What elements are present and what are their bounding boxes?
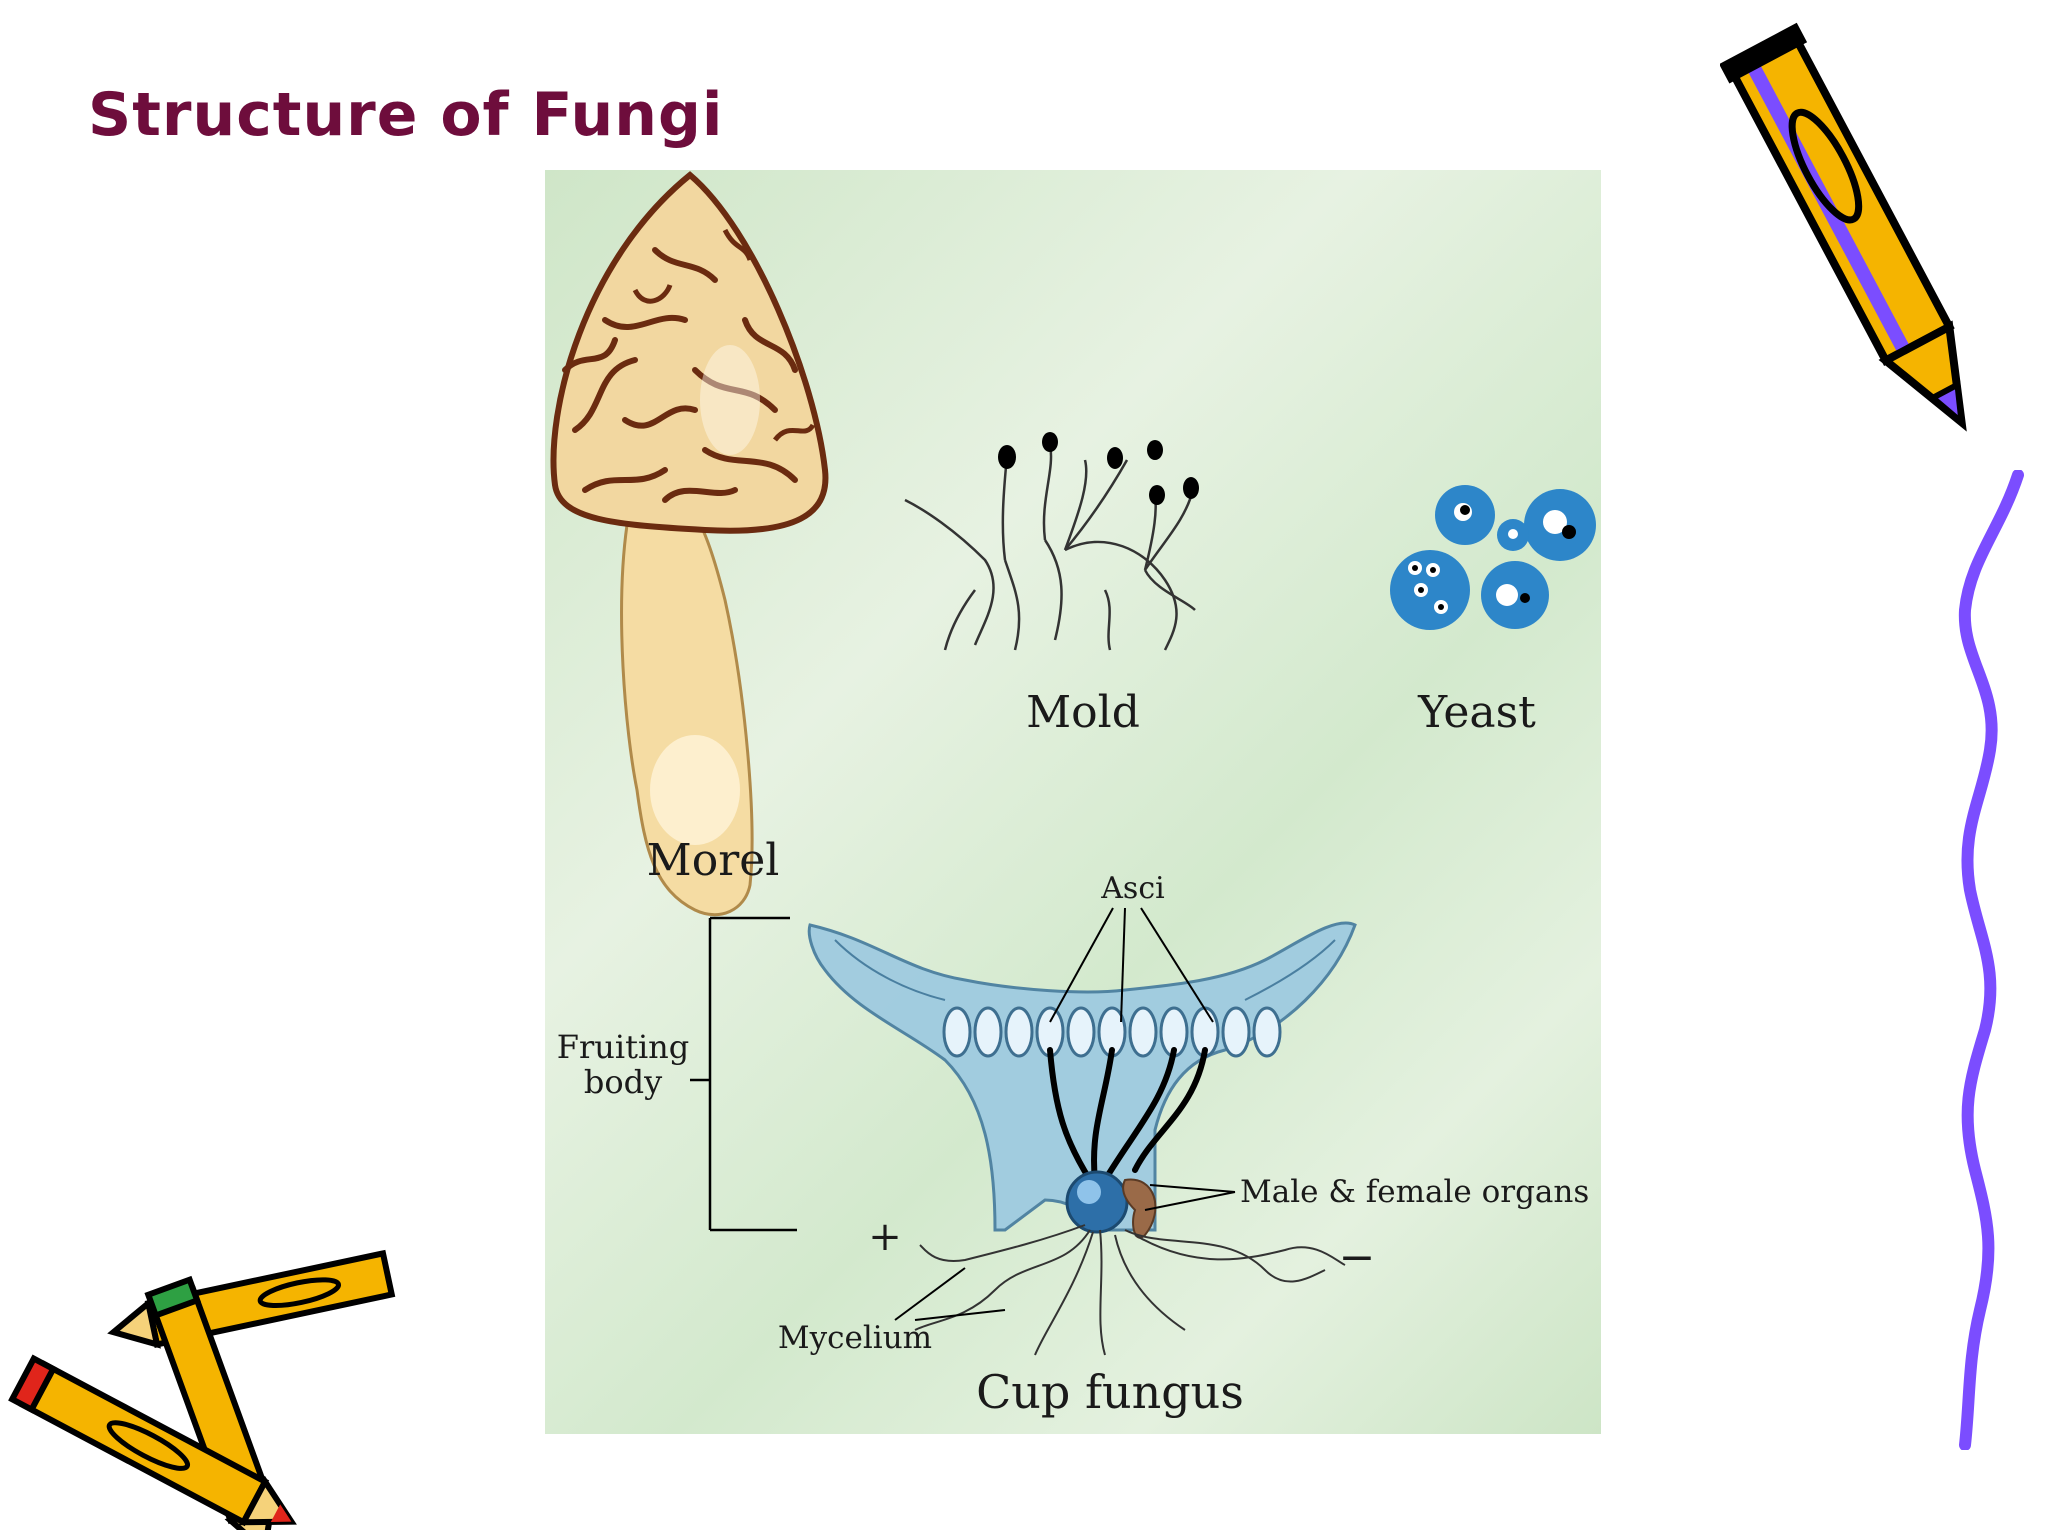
plus-sign: + xyxy=(868,1214,902,1260)
pencil-icon xyxy=(1720,22,1967,432)
cup-fungus-illustration xyxy=(807,921,1357,1356)
slide-title: Structure of Fungi xyxy=(88,80,724,150)
asci-label: Asci xyxy=(1100,871,1164,906)
asci-pointers xyxy=(1049,907,1214,1023)
yeast-label: Yeast xyxy=(1417,687,1536,738)
mycelium-label: Mycelium xyxy=(778,1320,932,1356)
mold-label: Mold xyxy=(1026,687,1140,738)
morel-label: Morel xyxy=(647,835,780,886)
squiggle-line xyxy=(1958,470,2024,1450)
morel-illustration xyxy=(550,171,829,917)
yeast-illustration xyxy=(1390,485,1596,630)
organs-pointers xyxy=(1144,1184,1236,1211)
cup-fungus-label: Cup fungus xyxy=(976,1365,1244,1419)
mold-spores xyxy=(998,432,1199,505)
organs-label: Male & female organs xyxy=(1240,1174,1589,1210)
fruiting-body-label-line1: Fruiting xyxy=(557,1028,690,1066)
mycelium-pointers xyxy=(894,1267,1006,1321)
crayons-icon xyxy=(8,1249,396,1530)
mold-illustration xyxy=(904,444,1196,651)
fungi-figure: Morel Mold xyxy=(545,170,1601,1434)
fruiting-body-bracket xyxy=(690,916,797,1232)
minus-sign: − xyxy=(1339,1232,1376,1283)
fruiting-body-label-line2: body xyxy=(584,1063,662,1101)
